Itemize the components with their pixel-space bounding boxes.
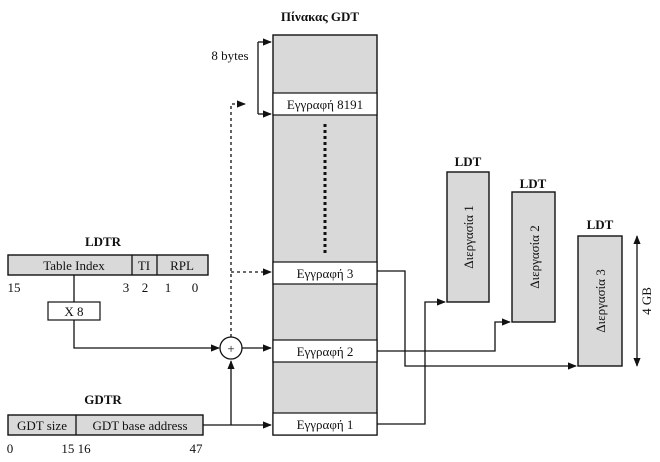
ldtr-ti: TI [138,258,150,273]
ldtr-bit-3: 3 [123,280,130,295]
gdt-title: Πίνακας GDT [281,9,360,24]
entry-3-to-ldt-3 [377,270,577,370]
ldt-2-segment [511,191,556,323]
gdt-entry-2-label: Εγγραφή 2 [297,344,354,359]
dashed-to-entry-8191 [230,100,246,337]
ldt-3-segment [577,235,623,367]
ldtr-bit-2: 2 [142,280,149,295]
gdt-entry-1-label: Εγγραφή 1 [297,417,354,432]
ldt-3-title: LDT [587,217,614,232]
ldtr-title: LDTR [85,234,122,249]
multiplier-label: X 8 [64,304,83,319]
gdtr-title: GDTR [84,392,122,407]
ldt-1-segment [446,171,490,303]
ldt-1-title: LDT [455,154,482,169]
ldtr-bit-15: 15 [8,280,21,295]
gdt-entry-3-label: Εγγραφή 3 [297,266,354,281]
memory-span-label: 4 GB [639,287,654,315]
gdtr-base: GDT base address [92,418,187,433]
ldtr-register [7,254,209,276]
gdtr-bit-15-16: 15 16 [61,441,91,456]
gdt-entry-8191 [272,92,378,116]
ldt-2-title: LDT [520,176,547,191]
size-note: 8 bytes [211,48,248,63]
multiplier-to-adder [73,320,220,352]
gdt-entry-8191-label: Εγγραφή 8191 [287,97,363,112]
gdt-entry-3 [272,261,378,285]
ldt-3-process: Διεργασία 3 [593,269,608,332]
entry-2-to-ldt-2 [377,318,511,352]
gdtr-bit-0: 0 [7,441,14,456]
ldtr-table-index: Table Index [43,258,105,273]
ldtr-bit-1: 1 [165,280,172,295]
ldt-1-process: Διεργασία 1 [461,205,476,268]
ldt-2-process: Διεργασία 2 [527,225,542,288]
entry-1-to-ldt-1 [377,298,446,425]
gdtr-size: GDT size [17,418,67,433]
ldtr-rpl: RPL [170,258,194,273]
ldtr-bit-0: 0 [192,280,199,295]
gdtr-bit-47: 47 [190,441,204,456]
adder-symbol: + [227,341,234,356]
